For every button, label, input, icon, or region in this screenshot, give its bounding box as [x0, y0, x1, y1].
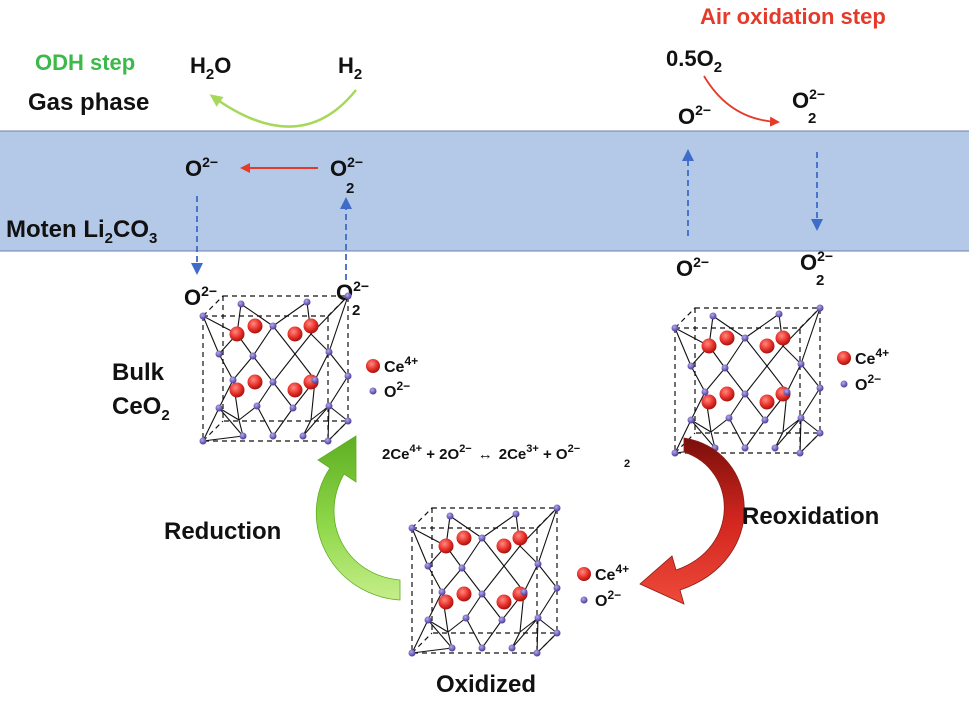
molten-salt-label: Moten Li2CO3 [6, 216, 157, 247]
oxidized-label: Oxidized [436, 671, 536, 698]
bulk-label: Bulk [112, 359, 165, 386]
peroxide-ion-band-left: O2−2 [330, 154, 363, 197]
fluorite-lattice-icon [407, 503, 562, 658]
oxide-ion-surface-left: O2− [184, 283, 217, 310]
o-legend-label: O2− [384, 379, 410, 401]
gas-phase-label: Gas phase [28, 89, 149, 116]
o-legend-dot [580, 596, 588, 604]
ce-legend-label: Ce4+ [855, 346, 889, 368]
fluorite-lattice-icon [670, 303, 825, 458]
peroxide-ion-surface-left: O2−2 [336, 278, 369, 319]
ce-legend-dot [366, 359, 380, 373]
oxide-ion-band-left: O2− [185, 154, 218, 181]
fluorite-lattice-icon [198, 291, 353, 446]
big-curved-arrow-icon [639, 437, 745, 605]
oxide-ion-band-right: O2− [678, 102, 711, 129]
o-legend-dot [840, 380, 848, 388]
reoxidation-label: Reoxidation [742, 503, 879, 530]
o-legend-dot [369, 387, 377, 395]
redox-equation: 2Ce4+ + 2O2−↔2Ce3+ + O2−2 [382, 443, 630, 470]
air-oxidation-label: Air oxidation step [700, 4, 886, 29]
big-curved-arrow-icon [315, 435, 401, 601]
ce-legend-dot [577, 567, 591, 581]
h2o-species: H2O [190, 53, 231, 83]
ce-legend-dot [837, 351, 851, 365]
ceo2-label: CeO2 [112, 393, 170, 424]
ce-legend-label: Ce4+ [384, 354, 418, 376]
curved-arrow-icon [209, 89, 357, 128]
reduction-label: Reduction [164, 518, 281, 545]
molten-salt-band [0, 130, 969, 252]
curved-arrow-icon [703, 75, 780, 127]
ce-legend-label: Ce4+ [595, 562, 629, 584]
half-o2-species: 0.5O2 [666, 46, 722, 76]
peroxide-ion-surface-right: O2−2 [800, 248, 833, 289]
h2-species: H2 [338, 53, 362, 83]
o-legend-label: O2− [855, 372, 881, 394]
peroxide-ion-band-right: O2−2 [792, 86, 825, 127]
odh-step-label: ODH step [35, 50, 135, 75]
o-legend-label: O2− [595, 588, 621, 610]
oxide-ion-surface-right: O2− [676, 254, 709, 281]
